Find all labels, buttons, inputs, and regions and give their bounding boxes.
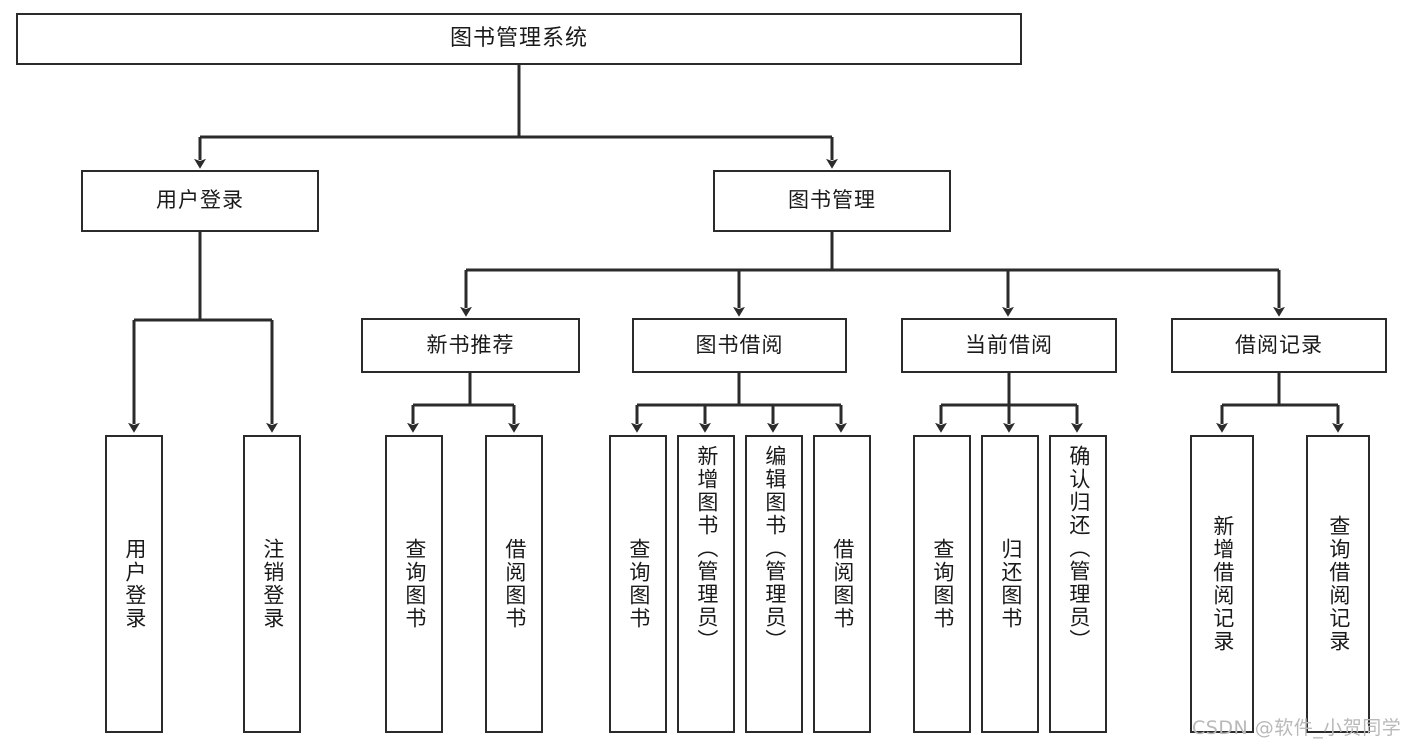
node-root-label: 图书管理系统: [449, 25, 588, 51]
leaf-book-borrow-query-label: 查询图书: [626, 538, 651, 630]
leaf-borrow-record-query-label: 查询借阅记录: [1326, 515, 1351, 653]
leaf-new-book-query[interactable]: 查询图书: [385, 435, 443, 733]
leaf-current-borrow-query-label: 查询图书: [930, 538, 955, 630]
leaf-borrow-record-add[interactable]: 新增借阅记录: [1190, 435, 1254, 733]
node-new-book-recommend[interactable]: 新书推荐: [361, 318, 580, 373]
leaf-new-book-borrow[interactable]: 借阅图书: [485, 435, 543, 733]
leaf-user-login-signout-label: 注销登录: [260, 538, 285, 630]
leaf-new-book-query-label: 查询图书: [402, 538, 427, 630]
node-book-borrow-label: 图书借阅: [695, 332, 784, 357]
leaf-new-book-borrow-label: 借阅图书: [502, 538, 527, 630]
node-borrow-record-label: 借阅记录: [1235, 332, 1323, 357]
leaf-book-borrow-edit[interactable]: 编辑图书（管理员）: [745, 435, 803, 733]
leaf-user-login-signin[interactable]: 用户登录: [105, 435, 163, 733]
node-user-login[interactable]: 用户登录: [81, 170, 319, 232]
node-current-borrow[interactable]: 当前借阅: [901, 318, 1117, 373]
leaf-borrow-record-add-label: 新增借阅记录: [1210, 515, 1235, 653]
leaf-book-borrow-edit-label: 编辑图书（管理员）: [762, 445, 787, 652]
node-book-management[interactable]: 图书管理: [713, 170, 951, 232]
leaf-borrow-record-query[interactable]: 查询借阅记录: [1306, 435, 1370, 733]
leaf-current-borrow-confirm-label: 确认归还（管理员）: [1066, 445, 1091, 652]
leaf-book-borrow-query[interactable]: 查询图书: [609, 435, 667, 733]
leaf-book-borrow-lend[interactable]: 借阅图书: [813, 435, 871, 733]
csdn-watermark: CSDN @软件_小贺同学: [1192, 717, 1402, 739]
leaf-book-borrow-add-label: 新增图书（管理员）: [694, 445, 719, 652]
node-new-book-recommend-label: 新书推荐: [426, 332, 515, 357]
node-root-system[interactable]: 图书管理系统: [16, 13, 1022, 65]
leaf-user-login-signin-label: 用户登录: [122, 538, 147, 630]
node-user-login-label: 用户登录: [156, 188, 244, 213]
node-current-borrow-label: 当前借阅: [965, 332, 1053, 357]
leaf-current-borrow-query[interactable]: 查询图书: [913, 435, 971, 733]
leaf-current-borrow-return[interactable]: 归还图书: [981, 435, 1039, 733]
leaf-current-borrow-confirm[interactable]: 确认归还（管理员）: [1049, 435, 1107, 733]
leaf-current-borrow-return-label: 归还图书: [998, 538, 1023, 630]
leaf-book-borrow-lend-label: 借阅图书: [830, 538, 855, 630]
leaf-book-borrow-add[interactable]: 新增图书（管理员）: [677, 435, 735, 733]
leaf-user-login-signout[interactable]: 注销登录: [243, 435, 301, 733]
node-book-management-label: 图书管理: [788, 188, 876, 213]
node-book-borrow[interactable]: 图书借阅: [632, 318, 847, 373]
node-borrow-record[interactable]: 借阅记录: [1171, 318, 1387, 373]
